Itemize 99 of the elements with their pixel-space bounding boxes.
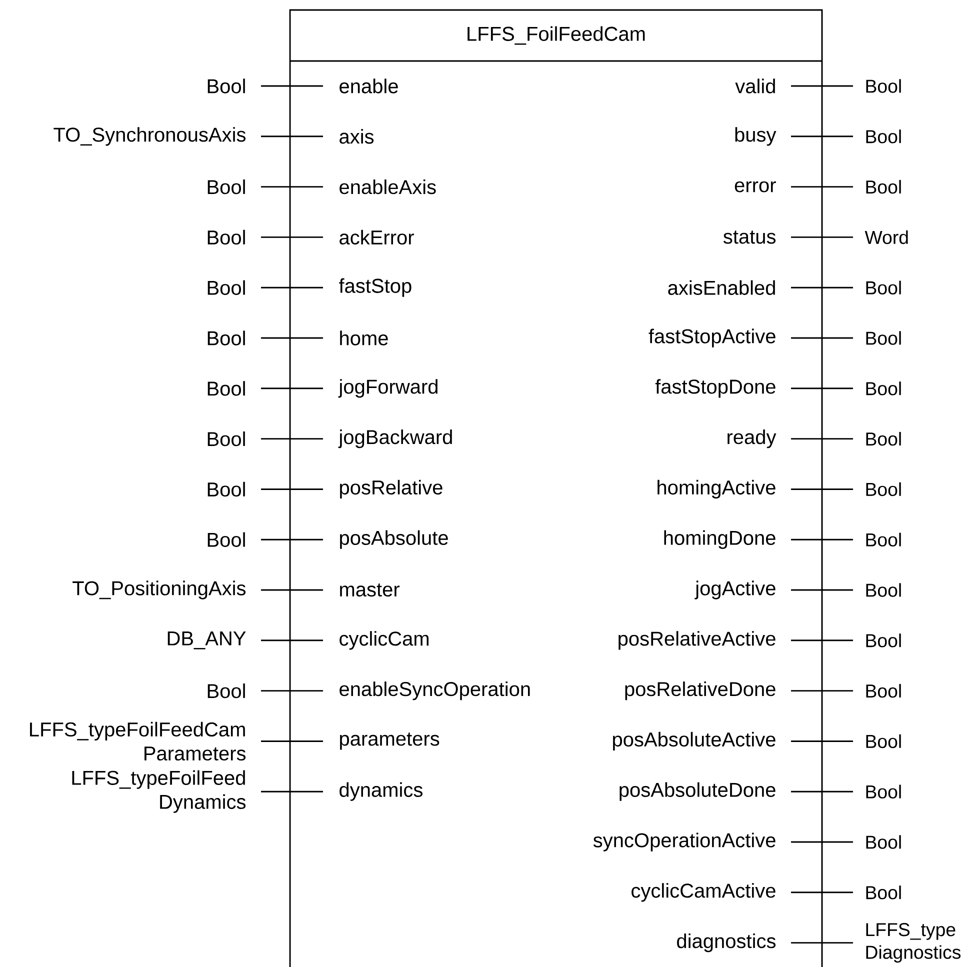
connector-line (261, 85, 323, 87)
data-type-label: Bool (866, 886, 901, 900)
data-type-label: Bool (866, 280, 901, 294)
pin-label: homingActive (658, 480, 776, 499)
connector-line (791, 488, 854, 490)
connector-line (261, 388, 323, 390)
data-type-label: Word (864, 230, 908, 244)
pin-label: posAbsolute (340, 530, 448, 549)
pin-label: posAbsoluteDone (620, 782, 776, 801)
pin-label: home (340, 330, 388, 346)
connector-line (791, 790, 854, 792)
connector-line (791, 589, 854, 591)
pin-label: dynamics (340, 782, 422, 801)
connector-line (261, 538, 323, 540)
data-type-label: Bool (866, 684, 901, 698)
connector-line (261, 790, 323, 792)
connector-line (791, 538, 854, 540)
pin-label: ackError (340, 230, 414, 245)
connector-line (261, 589, 323, 591)
connector-line (791, 438, 854, 440)
connector-line (791, 186, 854, 188)
pin-label: busy (735, 127, 776, 146)
pin-label: jogForward (338, 379, 438, 398)
data-type-label: Bool (866, 583, 901, 597)
data-type-label: LFFS_type Diagnostics (866, 923, 961, 963)
data-type-label: Bool (866, 482, 901, 496)
connector-line (791, 136, 854, 138)
data-type-label: Bool (866, 835, 901, 849)
data-type-label: Bool (866, 180, 901, 194)
data-type-label: Bool (866, 382, 901, 396)
connector-line (261, 186, 323, 188)
data-type-label: Bool (208, 230, 245, 245)
data-type-label: Bool (208, 431, 245, 446)
pin-label: error (734, 181, 776, 192)
connector-line (261, 640, 323, 642)
pin-label: enable (340, 78, 398, 94)
data-type-label: Bool (208, 280, 245, 295)
connector-line (791, 286, 854, 288)
connector-line (261, 690, 323, 692)
pin-label: syncOperationActive (593, 832, 776, 852)
data-type-label: Bool (866, 532, 901, 546)
data-type-label: Bool (208, 179, 245, 194)
data-type-label: TO_PositioningAxis (72, 580, 246, 600)
pin-label: posRelativeActive (618, 631, 776, 650)
pin-label: ready (728, 429, 776, 448)
connector-line (261, 337, 323, 339)
data-type-label: Bool (866, 734, 901, 748)
pin-label: enableSyncOperation (340, 682, 530, 700)
data-type-label: Bool (208, 532, 245, 547)
pin-label: fastStopActive (648, 328, 776, 348)
connector-line (261, 488, 323, 490)
pin-label: parameters (340, 732, 440, 750)
data-type-label: Bool (208, 683, 245, 698)
pin-label: jogActive (694, 580, 776, 600)
data-type-label: Bool (866, 130, 901, 144)
pin-label: posAbsoluteActive (613, 732, 776, 751)
connector-line (791, 388, 854, 390)
data-type-label: Bool (208, 78, 245, 94)
data-type-label: Bool (866, 331, 901, 345)
pin-label: jogBackward (338, 429, 452, 448)
pin-label: posRelativeDone (625, 682, 776, 700)
pin-label: cyclicCam (340, 631, 428, 650)
data-type-label: Bool (208, 330, 245, 346)
pin-label: master (340, 583, 400, 597)
connector-line (261, 236, 323, 238)
connector-line (791, 640, 854, 642)
connector-line (791, 740, 854, 742)
data-type-label: Bool (208, 482, 245, 497)
connector-line (261, 438, 323, 440)
pin-label: status (723, 230, 776, 244)
connector-line (791, 892, 854, 894)
connector-line (261, 136, 323, 138)
connector-line (791, 236, 854, 238)
pin-label: axisEnabled (668, 280, 775, 295)
connector-line (791, 85, 854, 87)
data-type-label: LFFS_typeFoilFeed Dynamics (72, 770, 246, 813)
pin-label: fastStopDone (655, 379, 776, 398)
pin-label: fastStop (339, 278, 412, 297)
connector-line (791, 841, 854, 843)
data-type-label: TO_SynchronousAxis (54, 127, 246, 146)
data-type-label: Bool (208, 381, 245, 396)
pin-label: homingDone (664, 530, 776, 549)
connector-line (791, 690, 854, 692)
data-type-label: Bool (866, 784, 901, 798)
pin-label: posRelative (340, 480, 442, 499)
connector-line (261, 740, 323, 742)
data-type-label: LFFS_typeFoilFeedCam Parameters (30, 722, 246, 761)
pin-label: valid (735, 78, 775, 94)
connector-line (261, 286, 323, 288)
data-type-label: DB_ANY (168, 632, 246, 650)
data-type-label: Bool (866, 432, 901, 446)
data-type-label: Bool (866, 634, 901, 648)
data-type-label: Bool (866, 79, 901, 93)
pin-label: enableAxis (340, 179, 436, 194)
connector-line (791, 942, 854, 944)
connector-line (791, 337, 854, 339)
pin-label: axis (340, 129, 374, 144)
pin-label: diagnostics (677, 934, 776, 952)
pin-label: cyclicCamActive (632, 883, 776, 902)
